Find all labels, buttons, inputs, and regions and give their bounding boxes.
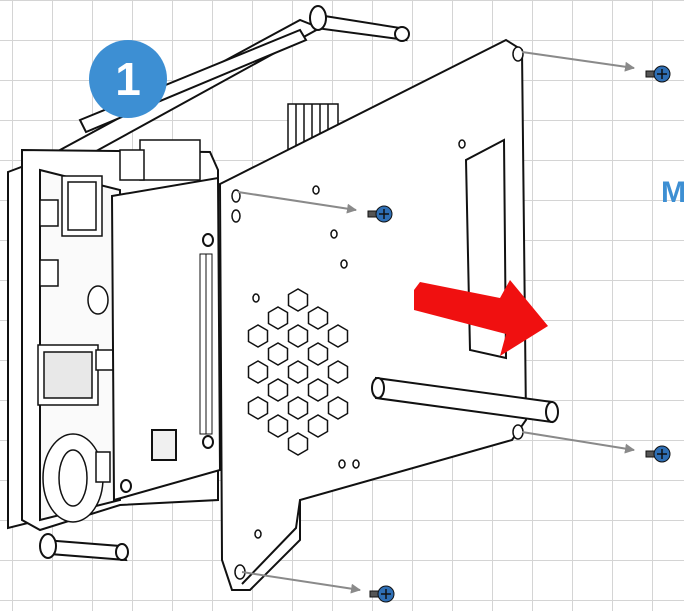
pi-board: [110, 176, 222, 502]
side-label: M: [661, 176, 684, 209]
hex-vent-cell: [247, 360, 269, 384]
hex-vent-cell: [287, 396, 309, 420]
hex-vent: [247, 288, 349, 456]
hex-vent-cell: [327, 396, 349, 420]
hex-vent-cell: [247, 396, 269, 420]
bottom-screw: [369, 585, 395, 603]
middle-screw: [367, 205, 393, 223]
lower-right-screw: [645, 445, 671, 463]
guide-arrow-bottom: [241, 571, 361, 594]
bottom-standoff: [39, 533, 129, 562]
hex-vent-cell: [307, 342, 329, 366]
hex-vent-cell: [267, 342, 289, 366]
hex-vent-cell: [287, 432, 309, 456]
guide-arrow-middle: [237, 191, 357, 214]
plate-holes: [231, 46, 524, 580]
hex-vent-cell: [307, 378, 329, 402]
hex-vent-cell: [247, 324, 269, 348]
hex-vent-cell: [327, 324, 349, 348]
gpio-header: [199, 253, 213, 435]
guide-arrow-lower-right: [521, 431, 635, 454]
hex-vent-cell: [327, 360, 349, 384]
hex-vent-cell: [287, 288, 309, 312]
hex-vent-cell: [307, 414, 329, 438]
step-number-badge: 1: [89, 40, 167, 118]
hex-vent-cell: [287, 360, 309, 384]
hex-vent-cell: [287, 324, 309, 348]
hex-vent-cell: [267, 306, 289, 330]
screw-guide-arrows: [237, 51, 635, 594]
board-components: [37, 139, 201, 523]
top-standoff: [309, 5, 410, 42]
hex-vent-cell: [307, 306, 329, 330]
hex-vent-cell: [267, 414, 289, 438]
rod: [371, 376, 559, 424]
guide-arrow-top-right: [521, 51, 635, 72]
hex-vent-cell: [267, 378, 289, 402]
red-direction-arrow: [414, 280, 548, 356]
top-right-screw: [645, 65, 671, 83]
screws: [367, 65, 671, 603]
